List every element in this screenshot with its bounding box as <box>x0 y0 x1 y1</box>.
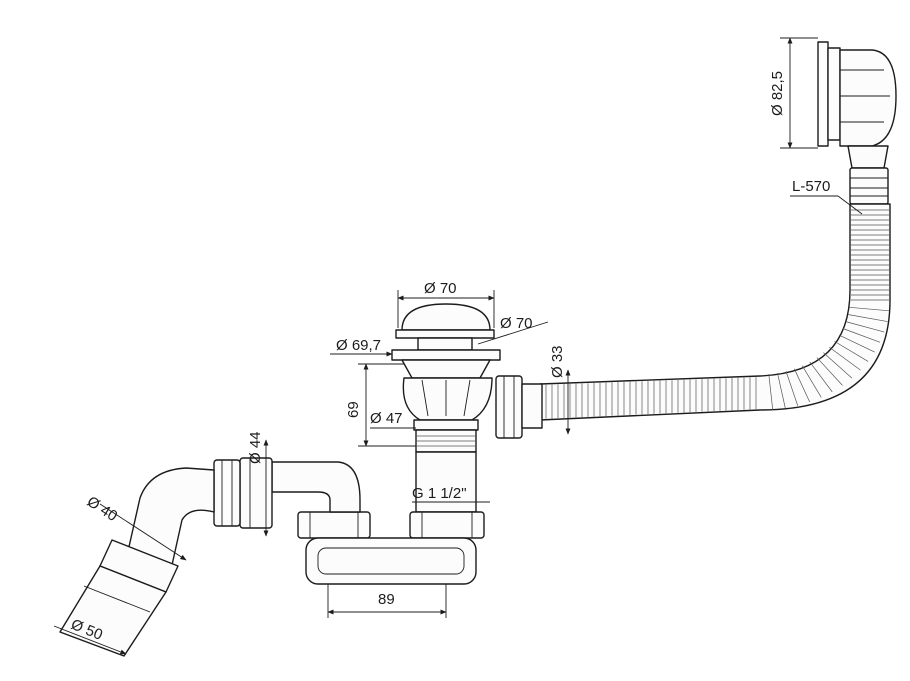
side-outlet-connector <box>495 375 543 439</box>
label-hose-length: L-570 <box>792 178 830 195</box>
trap-u-bend <box>297 511 485 585</box>
overflow-head <box>817 41 897 205</box>
label-cap-width: Ø 70 <box>424 280 457 297</box>
label-cap-diameter: Ø 70 <box>500 315 533 332</box>
label-thread-size: G 1 1/2" <box>412 485 467 502</box>
left-elbow <box>59 457 361 657</box>
label-trap-spacing: 89 <box>378 591 395 608</box>
label-body-diameter: Ø 47 <box>370 410 403 427</box>
dimension-labels: Ø 82,5 L-570 Ø 70 Ø 70 Ø 69,7 Ø 33 69 Ø … <box>69 71 831 644</box>
drain-body <box>391 303 501 513</box>
label-elbow-nut-diameter: Ø 44 <box>247 431 264 464</box>
label-flange-diameter: Ø 69,7 <box>336 337 381 354</box>
label-body-height: 69 <box>345 401 362 418</box>
label-pipe-diameter-40: Ø 40 <box>84 493 121 525</box>
flexible-hose <box>539 203 891 421</box>
label-waste-valve-diameter: Ø 82,5 <box>769 71 786 116</box>
dimension-lines <box>53 37 863 655</box>
label-side-outlet-diameter: Ø 33 <box>549 345 566 378</box>
